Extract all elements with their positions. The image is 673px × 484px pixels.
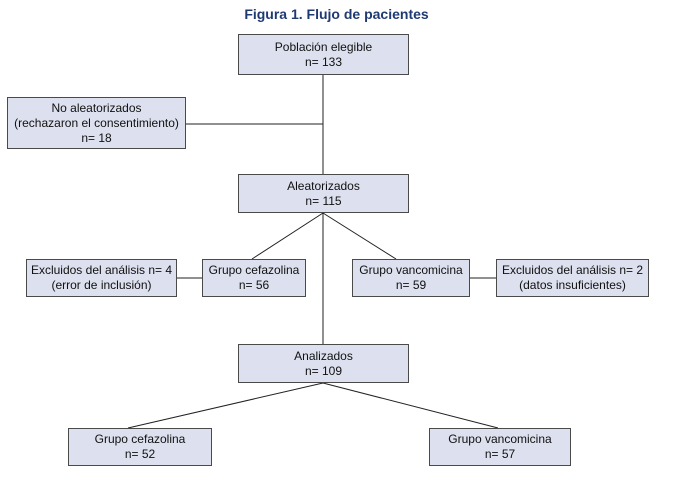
node-count: n= 52 [124,447,156,461]
node-grupo-cefazolina-2: Grupo cefazolina n= 52 [68,428,212,466]
node-subtext: (rechazaron el consentimiento) [14,115,179,130]
node-text: Grupo cefazolina [208,263,300,277]
node-text: Grupo cefazolina [94,432,186,446]
line-analizados-vanc2 [322,382,499,429]
node-text: Grupo vancomicina [359,263,463,277]
line-aleat-vanc1 [322,212,397,260]
line-aleat-cef1 [251,212,324,260]
node-text: Población elegible [274,39,373,54]
node-count: n= 59 [395,278,427,292]
node-excluidos-izquierda: Excluidos del análisis n= 4 (error de in… [26,259,177,297]
node-count: n= 57 [484,447,516,461]
node-text: Analizados [294,348,353,363]
node-grupo-vancomicina-2: Grupo vancomicina n= 57 [429,428,571,466]
line-analizados-cef2 [127,382,324,429]
node-count: n= 18 [81,130,112,145]
node-text: Aleatorizados [287,178,360,193]
node-count: n= 109 [304,363,343,378]
figure-title: Figura 1. Flujo de pacientes [244,6,429,22]
node-text: No aleatorizados [51,100,142,115]
node-text: Excluidos del análisis n= 2 [501,263,644,277]
node-poblacion-elegible: Población elegible n= 133 [238,34,409,75]
node-count: n= 56 [238,278,270,292]
node-aleatorizados: Aleatorizados n= 115 [238,174,409,213]
node-excluidos-derecha: Excluidos del análisis n= 2 (datos insuf… [496,259,649,297]
node-analizados: Analizados n= 109 [238,344,409,383]
node-text: Grupo vancomicina [448,432,552,446]
node-grupo-cefazolina-1: Grupo cefazolina n= 56 [202,259,306,297]
node-count: n= 133 [304,54,343,69]
node-subtext: (error de inclusión) [51,278,152,292]
node-subtext: (datos insuficientes) [519,278,626,292]
node-no-aleatorizados: No aleatorizados (rechazaron el consenti… [7,97,186,149]
node-grupo-vancomicina-1: Grupo vancomicina n= 59 [352,259,470,297]
node-count: n= 115 [305,193,342,208]
node-text: Excluidos del análisis n= 4 [30,263,173,277]
